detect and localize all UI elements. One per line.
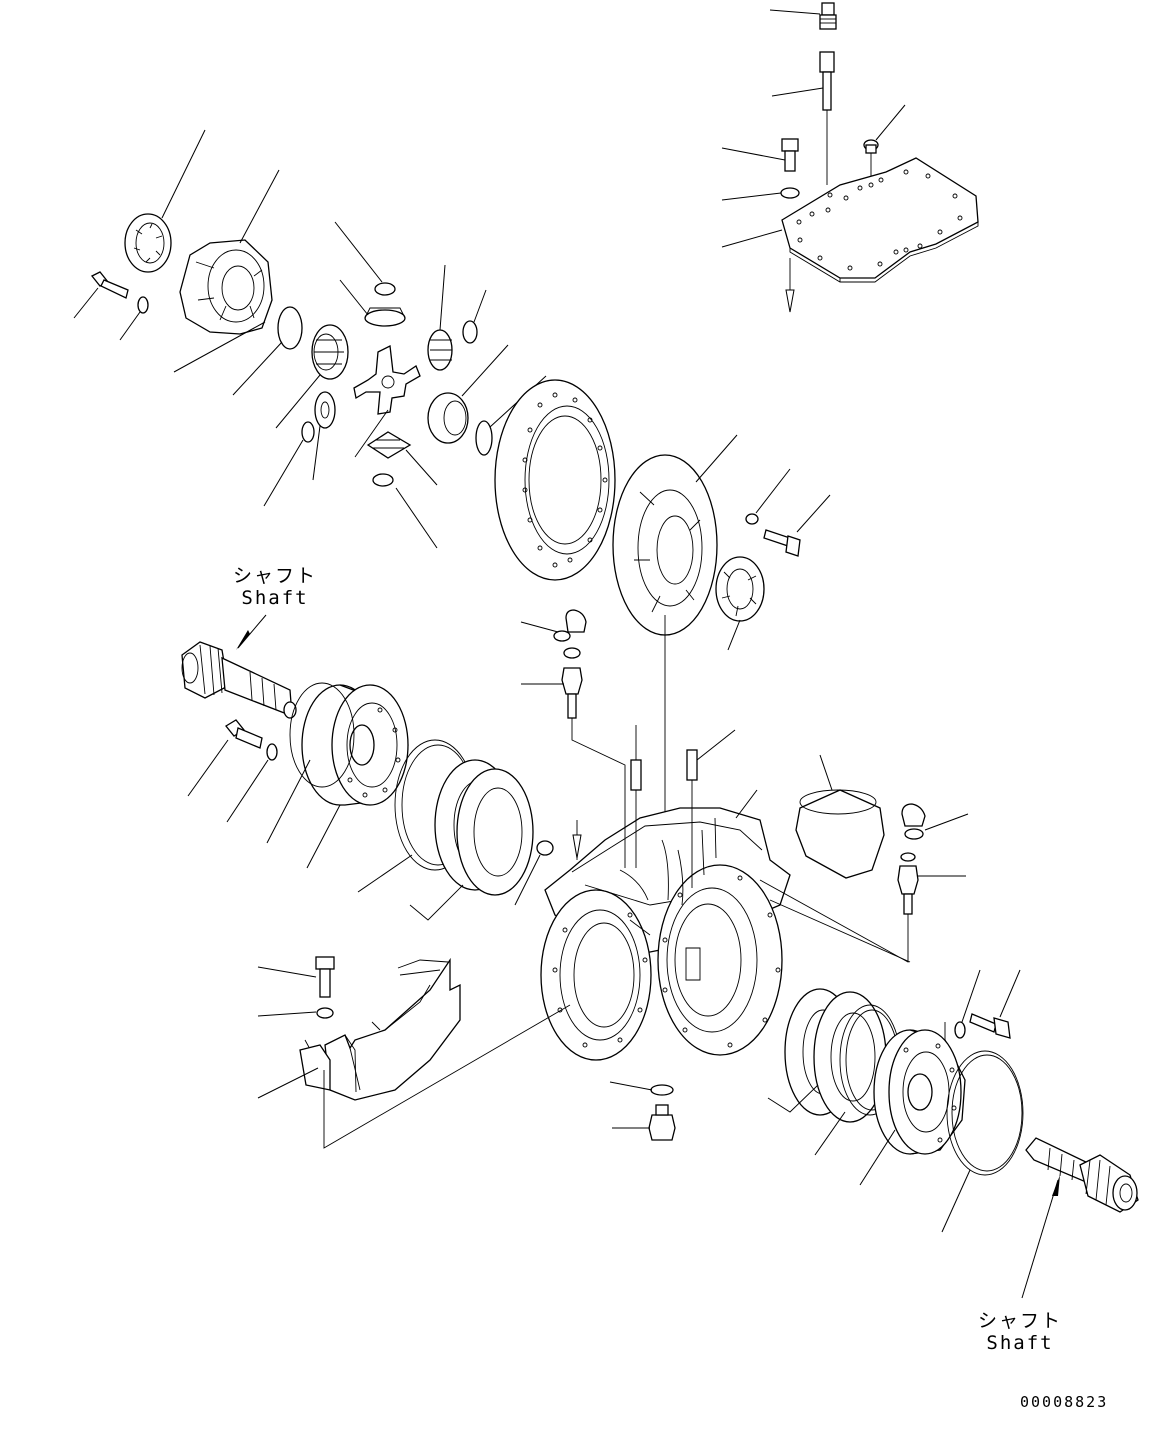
level-plug-right [759,803,969,963]
case-bolt [73,271,149,341]
drawing-number: 00008823 [1020,1393,1109,1411]
spider [353,345,421,415]
shaft-left [181,614,297,719]
cover-washer [780,187,800,199]
side-gear-left [275,324,349,429]
dowel-pins [630,725,736,888]
cover-bolt [721,138,799,172]
housing-small-plug [514,820,582,906]
drain-plug [609,1081,676,1141]
shaft-right [1021,1137,1139,1299]
bearing-right [715,556,765,651]
guard-bolt [257,956,335,1019]
washer-2 [301,421,315,443]
small-plug [863,104,906,182]
differential-group [73,129,831,1005]
pinion-bottom [354,409,438,549]
o-ring-right [946,1050,1024,1176]
ring-gear [494,379,616,581]
shaft-label-left-jp: シャフト [232,565,317,587]
differential-housing [540,789,791,1061]
level-plug-left [520,609,626,868]
breather-plug [769,2,837,30]
flange-bolt-left [187,719,278,823]
shaft-label-left-en: Shaft [241,587,309,609]
thrust-washer-1 [277,306,303,350]
sleeve [795,754,885,879]
shaft-label-right-jp: シャフト [977,1310,1062,1332]
shims-right [767,988,901,1156]
case-right-bolt [745,468,831,557]
side-gear-right [427,264,487,371]
bearing-cover-left [266,682,409,869]
breather-tube [771,51,835,185]
washer-3 [314,391,336,429]
shims-left [357,739,534,921]
pinion-top [334,221,406,327]
diff-case-left [173,169,280,373]
bearing-left [124,129,206,273]
bearing-cover-right [859,1029,966,1186]
cover-plate [721,157,979,283]
cover-plate-group [721,2,979,313]
bottom-guard [257,957,571,1149]
flange-bolt-right [954,969,1021,1039]
shaft-label-right-en: Shaft [986,1332,1054,1354]
